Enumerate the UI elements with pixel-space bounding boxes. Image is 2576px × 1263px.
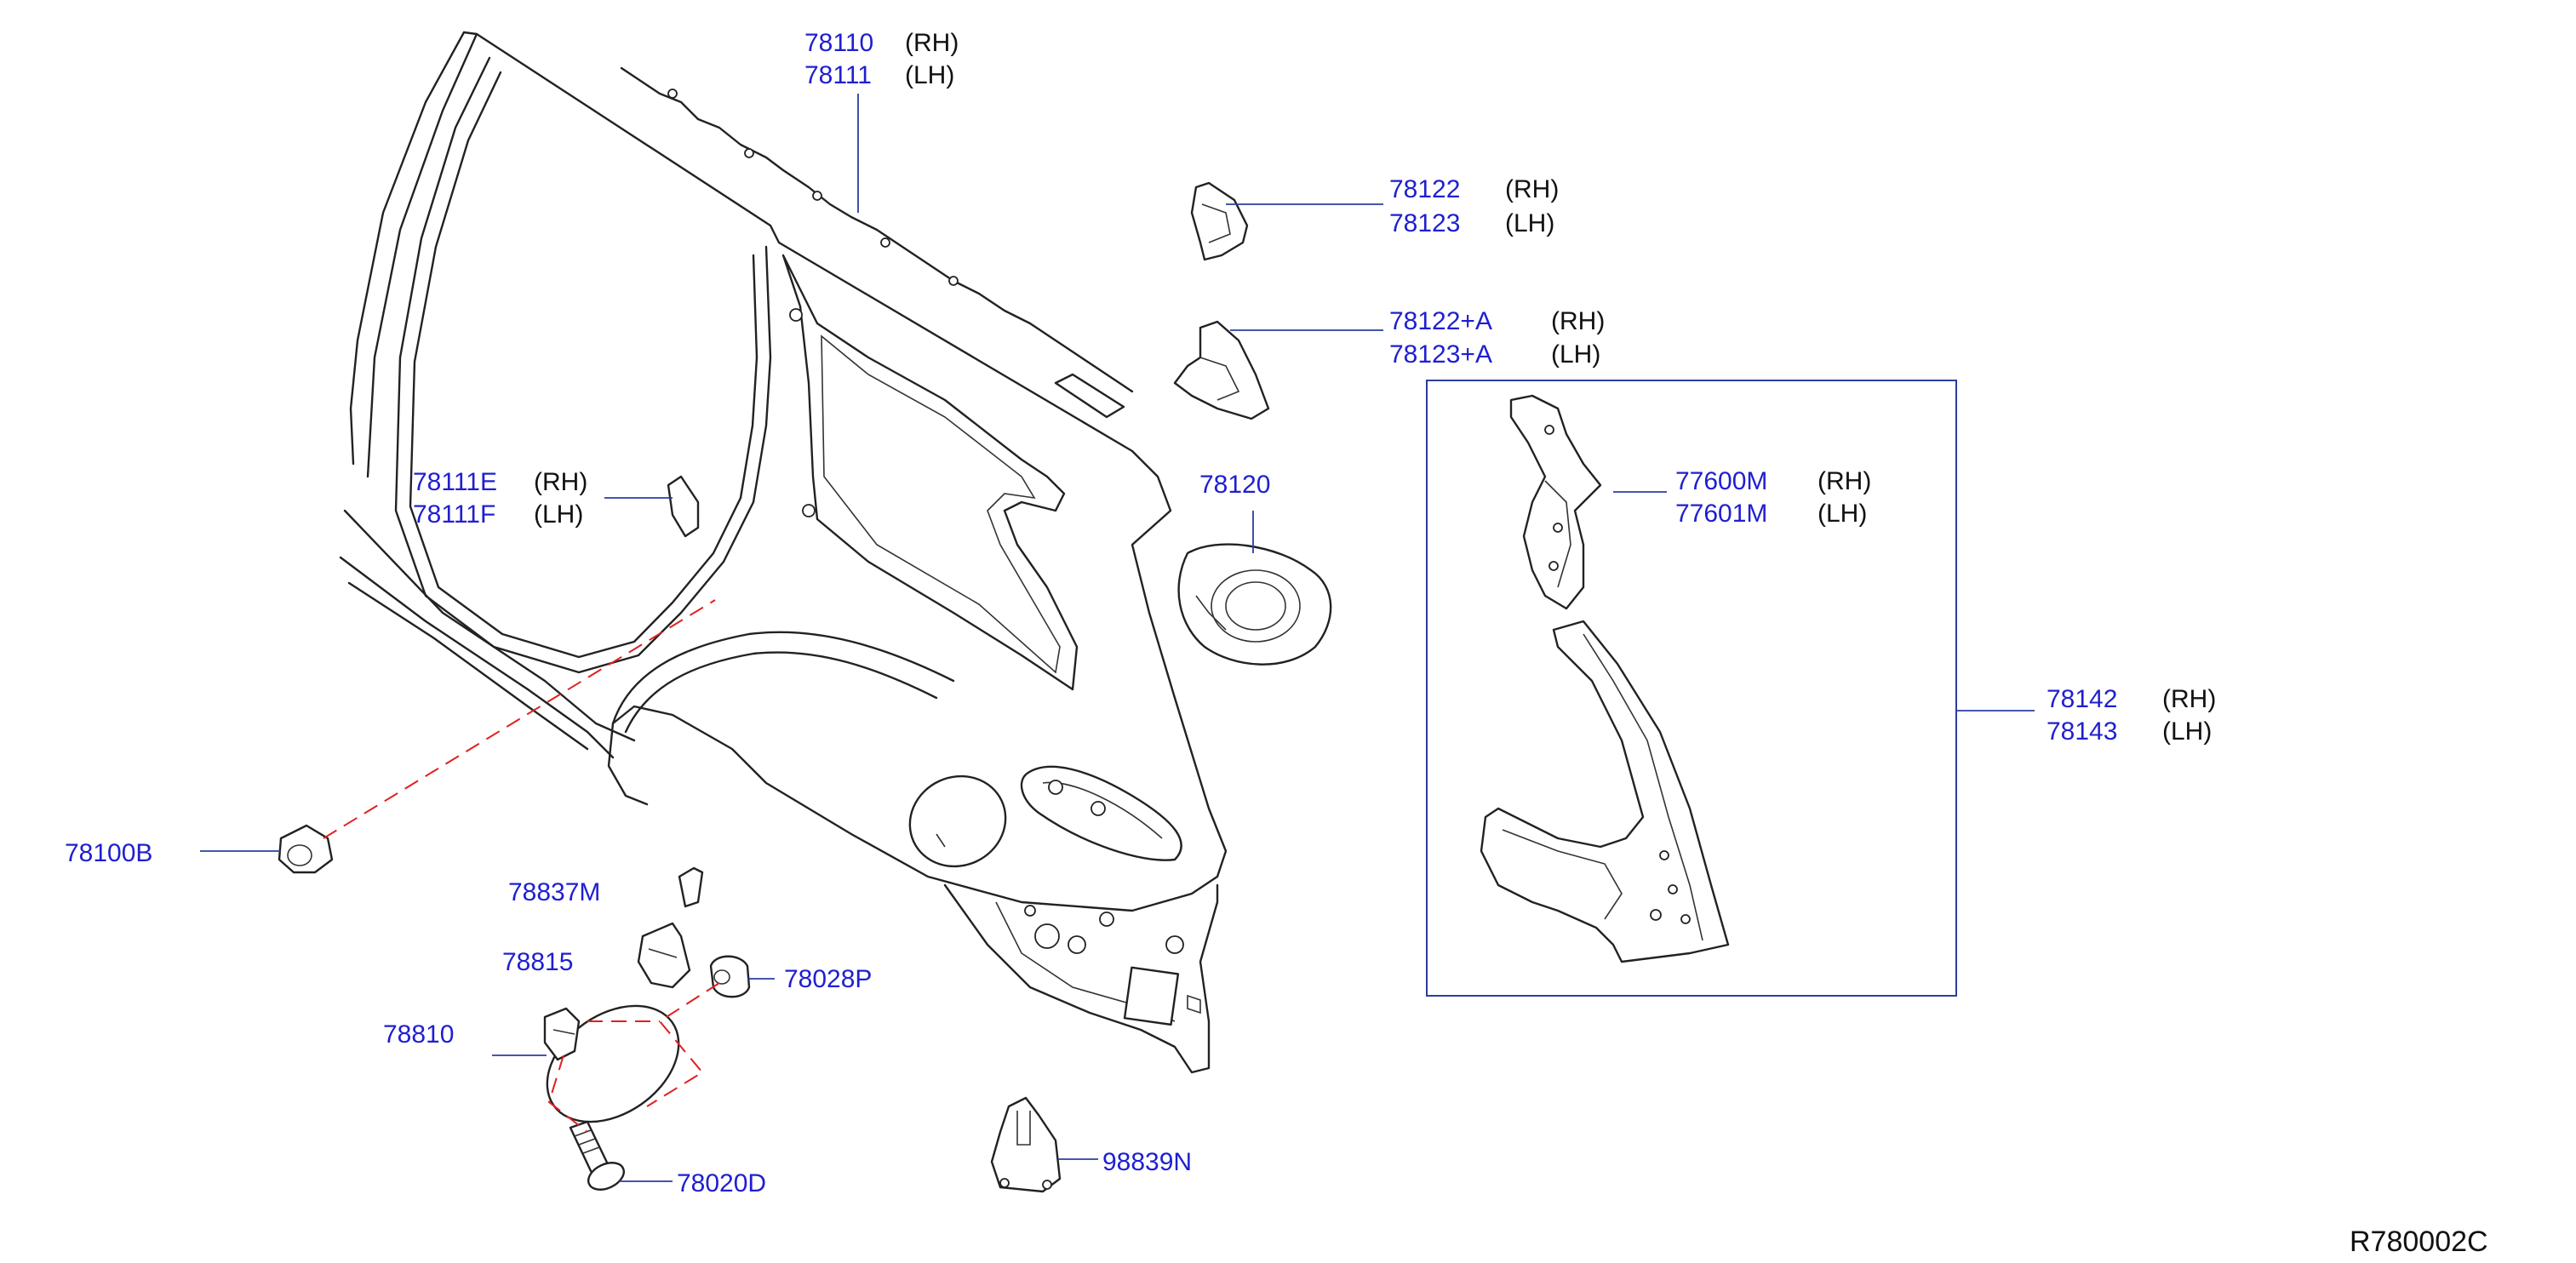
fuel-filler-housing (1177, 543, 1332, 666)
side-78143: (LH) (2162, 717, 2212, 746)
assembly-dashes (323, 599, 720, 1133)
part-78028p (709, 955, 751, 998)
bracket-78122 (1190, 181, 1249, 261)
bracket-78111e (667, 475, 700, 538)
part-number-78143: 78143 (2046, 717, 2117, 746)
side-78111f: (LH) (534, 500, 583, 529)
side-78111e: (RH) (534, 468, 587, 496)
wheelhouse-lower-78142 (1480, 620, 1730, 963)
part-number-77600m: 77600M (1675, 467, 1767, 495)
side-78111: (LH) (905, 61, 954, 89)
part-number-78142: 78142 (2046, 685, 2117, 713)
part-number-78837m: 78837M (508, 878, 600, 906)
diagram-code: R780002C (2350, 1226, 2488, 1258)
part-number-78120: 78120 (1199, 471, 1270, 499)
side-78142: (RH) (2162, 685, 2216, 713)
bracket-98839n (990, 1096, 1062, 1193)
side-78110: (RH) (905, 29, 959, 57)
part-number-78810: 78810 (383, 1020, 454, 1049)
clip-78100b (278, 824, 334, 874)
wheelhouse-upper-77600m (1509, 394, 1602, 610)
side-77600m: (RH) (1818, 467, 1871, 495)
part-number-78100b: 78100B (65, 839, 152, 867)
side-78123-a: (LH) (1551, 340, 1600, 369)
side-78122-a: (RH) (1551, 307, 1605, 335)
part-number-98839n: 98839N (1102, 1148, 1192, 1176)
part-number-77601m: 77601M (1675, 500, 1767, 528)
side-78122: (RH) (1505, 175, 1559, 203)
callout-labels: 78110 (RH) 78111 (LH) 78122 (RH) 78123 (… (65, 29, 2488, 1258)
side-78123: (LH) (1505, 209, 1554, 237)
part-number-78110: 78110 (804, 29, 873, 57)
part-number-78111e: 78111E (413, 468, 497, 496)
part-number-78111: 78111 (804, 61, 872, 89)
part-number-78122: 78122 (1389, 175, 1460, 203)
fuel-lid-78810 (543, 1004, 680, 1123)
part-78815 (637, 922, 691, 989)
part-number-78028p: 78028P (784, 965, 872, 993)
side-77601m: (LH) (1818, 500, 1867, 528)
part-number-78815: 78815 (502, 948, 573, 976)
rear-quarter-panel (339, 31, 1228, 1074)
part-number-78122-a: 78122+A (1389, 307, 1492, 335)
part-number-78123: 78123 (1389, 209, 1460, 237)
part-number-78111f: 78111F (413, 500, 495, 529)
part-number-78123-a: 78123+A (1389, 340, 1492, 369)
subassembly-box (1426, 380, 1957, 997)
screw-78020d (569, 1120, 625, 1191)
part-78837m (678, 866, 704, 908)
leader-lines (200, 94, 2035, 1182)
bracket-78122-a (1173, 320, 1270, 420)
part-number-78020d: 78020D (677, 1169, 766, 1197)
